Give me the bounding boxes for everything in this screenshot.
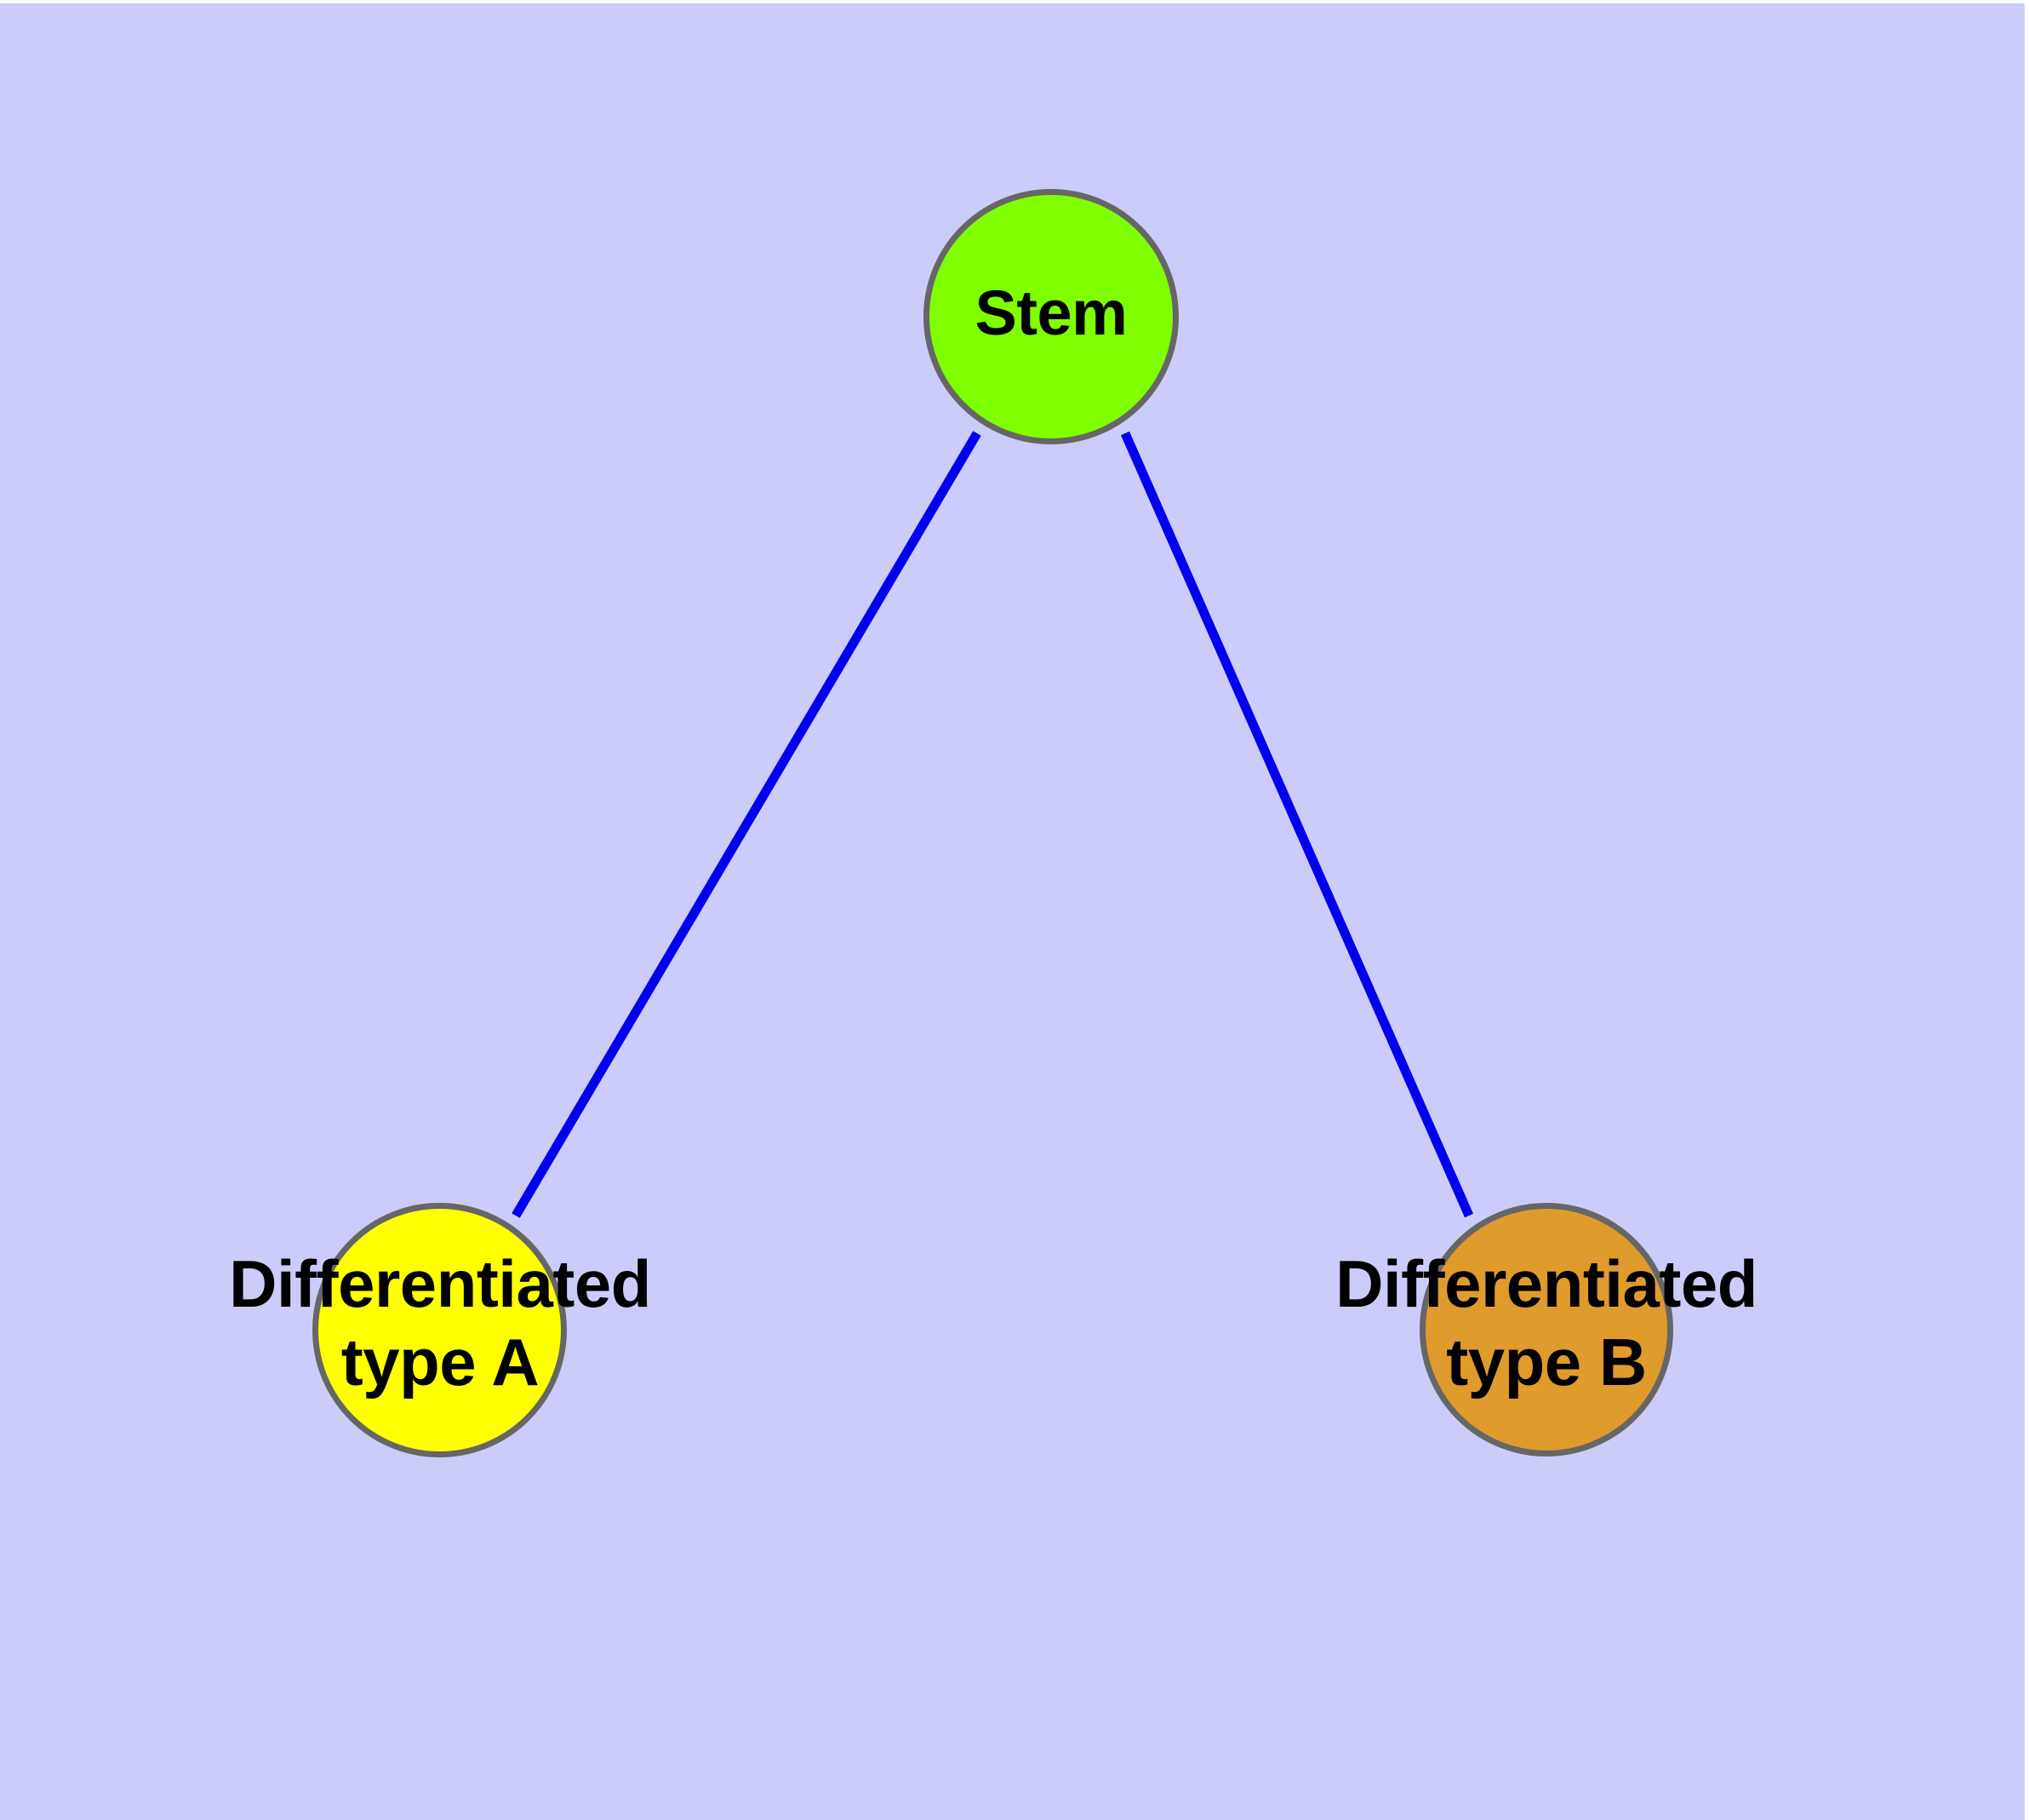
node-stem[interactable] [923,189,1179,444]
node-differentiated-type-a-label: Differentiated type A [229,1246,651,1400]
node-differentiated-type-a[interactable] [312,1203,567,1457]
node-stem-label: Stem [974,278,1128,348]
node-differentiated-type-b[interactable] [1420,1203,1673,1457]
node-differentiated-type-b-label: Differentiated type B [1335,1246,1758,1400]
